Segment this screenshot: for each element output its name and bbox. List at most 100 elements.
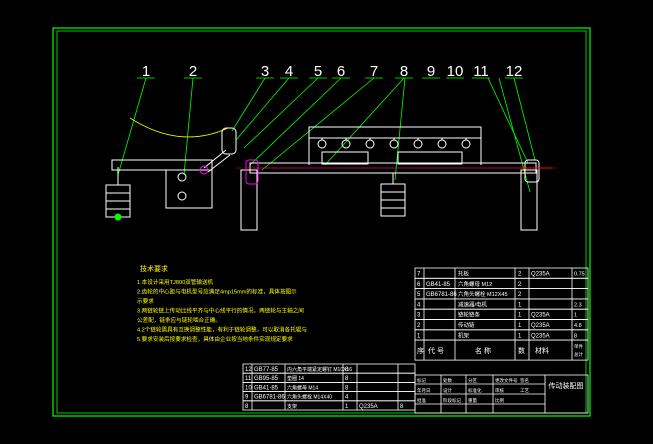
cell-qty: 2 xyxy=(518,282,522,288)
cell-name: 六角螺母 M12 xyxy=(458,280,492,288)
tech-requirement-line: 4.2个链轮需具有互换调整性能，有利于链轮调整，可以取消各托辊与 xyxy=(137,326,307,334)
cell-qty: 1 xyxy=(518,333,522,339)
tech-requirement-line: 公差配，链条应与链轮啮合正确。 xyxy=(137,316,221,324)
table-row xyxy=(414,329,589,341)
header-no: 序 xyxy=(417,346,424,355)
title-block-cell: 分区 xyxy=(468,377,477,384)
cell-name: 支架 xyxy=(287,403,297,410)
title-block-cell: 设计 xyxy=(443,387,452,394)
cell-no: 8 xyxy=(245,404,249,410)
cell-code: GB6781-86 xyxy=(426,292,457,298)
title-block-cell: 标记 xyxy=(417,377,426,384)
cell-qty: 8 xyxy=(345,376,349,382)
header-extra: 单件 xyxy=(574,343,583,350)
left-drive-assembly xyxy=(105,159,213,221)
cell-name: 减速器/电机 xyxy=(458,300,488,308)
title-block-cell: 更改文件号 xyxy=(495,377,518,384)
header-mat: 材料 xyxy=(535,346,549,355)
cell-code: GB95-85 xyxy=(254,376,279,382)
header-code: 代 号 xyxy=(428,346,444,355)
tech-requirement-line: 5.要求安装后按要求检查，具体由企业按当地条件实现规定要求 xyxy=(137,335,293,343)
cell-name: 六角头螺栓 M12X45 xyxy=(458,290,508,298)
cell-name: 机架 xyxy=(458,331,470,339)
balloon-4: 4 xyxy=(285,63,293,80)
cell-no: 4 xyxy=(417,302,421,308)
table-row xyxy=(414,319,589,331)
balloon-6: 6 xyxy=(337,63,345,80)
cell-name: 内六角平端紧定螺钉 M10X16 xyxy=(287,366,352,373)
title-block-cell: 批准 xyxy=(417,397,426,404)
cell-extra: 8 xyxy=(574,333,577,339)
cell-code: GB41-85 xyxy=(426,282,451,288)
cell-name: 传动链 xyxy=(458,321,475,329)
title-block-cell: 处数 xyxy=(443,377,452,384)
header-name: 名 称 xyxy=(475,346,491,355)
tech-requirement-line: 3.两链轮链上传动比线平齐与中心线平行的情况，两链轮与主轴之间 xyxy=(137,307,304,315)
roller-circle xyxy=(461,139,471,149)
balloon-2: 2 xyxy=(189,63,197,80)
cell-mat: Q235A xyxy=(531,272,550,278)
balloon-5: 5 xyxy=(314,63,322,80)
cell-qty: 8 xyxy=(345,367,349,373)
cell-qty: 2 xyxy=(518,272,522,278)
tech-requirement-line: 2.齿轮的中心距与电机型号应满足4mp15mm的标准，具体按图示 xyxy=(137,288,297,296)
conveyor-rollers xyxy=(317,138,471,149)
balloon-11: 11 xyxy=(473,63,489,80)
hopper-arc xyxy=(129,117,229,138)
roller-circle xyxy=(413,139,423,149)
cell-extra: 8 xyxy=(400,404,404,410)
cell-qty: 4 xyxy=(345,395,349,401)
table-header xyxy=(414,339,589,361)
balloon-3: 3 xyxy=(261,63,269,80)
header-qty: 数 xyxy=(518,346,525,355)
balloon-7: 7 xyxy=(370,63,378,80)
table-row xyxy=(414,267,589,279)
cell-mat: Q235A xyxy=(359,404,378,410)
table-row xyxy=(414,308,589,320)
cell-qty: 1 xyxy=(518,323,522,329)
title-block-cell: 审核 xyxy=(495,387,504,394)
roller-circle xyxy=(437,139,447,149)
cell-mat: Q235A xyxy=(531,333,550,339)
roller-circle xyxy=(341,139,351,149)
cell-no: 12 xyxy=(245,367,252,373)
title-block-cell: 工艺 xyxy=(520,388,529,393)
cell-code: GB6781-86 xyxy=(254,395,285,401)
tech-requirement-line: 示要求 xyxy=(137,297,154,305)
roller-circle xyxy=(317,139,327,149)
roller-circle xyxy=(389,139,399,149)
cell-name: 垫圈 14 xyxy=(287,375,304,382)
cell-no: 6 xyxy=(417,282,421,288)
cell-extra: 2.3 xyxy=(574,302,582,308)
balloon-8: 8 xyxy=(400,63,408,80)
cell-code: GB77-85 xyxy=(254,367,279,373)
cell-qty: 1 xyxy=(345,404,349,410)
cell-no: 1 xyxy=(417,333,421,339)
tech-requirements: 技术要求 1.本设计采用TJ800双管输送机2.齿轮的中心距与电机型号应满足4m… xyxy=(137,264,307,343)
balloon-1: 1 xyxy=(142,63,150,80)
title-block-cell: 阶段标记 xyxy=(443,397,461,404)
cell-no: 10 xyxy=(245,385,252,391)
balloon-10: 10 xyxy=(447,63,464,80)
cell-no: 3 xyxy=(417,313,421,319)
cell-name: 链轮链条 xyxy=(458,311,481,319)
inner-border xyxy=(56,30,587,414)
cell-name: 托板 xyxy=(458,270,470,278)
balloon-12: 12 xyxy=(506,63,523,80)
conveyor-frame xyxy=(240,126,552,231)
roller-circle xyxy=(365,139,375,149)
cell-qty: 1 xyxy=(518,302,522,308)
title-block-cell: 签名 xyxy=(520,377,529,384)
title-block-cell: 重量 xyxy=(468,397,477,404)
cell-extra: 1 xyxy=(574,313,577,319)
title-block: 标记处数分区更改文件号签名年月日设计标准化审核工艺批准阶段标记重量比例传动装配图 xyxy=(414,374,589,414)
title-block-cell: 比例 xyxy=(495,397,504,404)
outer-border xyxy=(52,27,591,417)
cell-qty: 1 xyxy=(518,313,522,319)
cell-qty: 2 xyxy=(518,292,522,298)
cell-code: GB41-85 xyxy=(254,385,279,391)
cell-mat: Q235A xyxy=(531,323,550,329)
